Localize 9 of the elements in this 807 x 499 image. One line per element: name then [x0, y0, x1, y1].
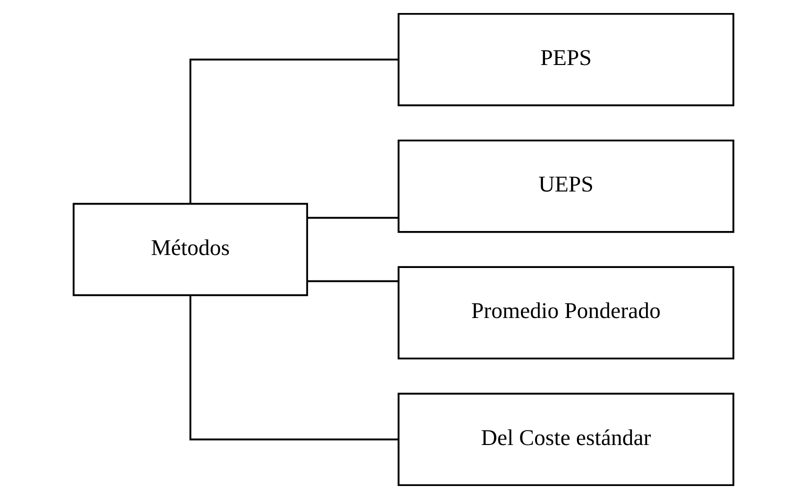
- node-box: Del Coste estándar: [398, 392, 734, 486]
- connector: [189, 295, 398, 440]
- connector: [307, 216, 398, 219]
- connector: [189, 58, 398, 204]
- node-box: Métodos: [72, 202, 308, 296]
- node-box: PEPS: [398, 12, 734, 106]
- node-box: Promedio Ponderado: [398, 266, 734, 360]
- connector: [307, 280, 398, 282]
- node-box: UEPS: [398, 140, 734, 233]
